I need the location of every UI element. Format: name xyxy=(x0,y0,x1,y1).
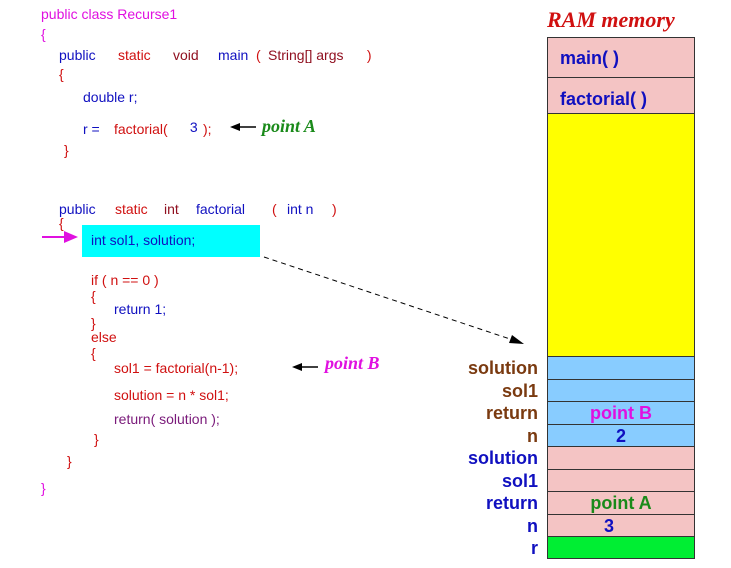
arrow-point-b-icon xyxy=(292,363,318,371)
arrow-point-a-icon xyxy=(230,123,256,131)
paren-close: ) xyxy=(363,47,372,63)
point-b-label: point B xyxy=(325,353,380,373)
ram-label-sol1: sol1 xyxy=(501,381,538,401)
assign-r: r = xyxy=(83,121,104,137)
if-line: if ( n == 0 ) xyxy=(91,272,159,288)
brace: { xyxy=(41,26,46,42)
ram-n-value: 2 xyxy=(615,426,626,446)
brace: } xyxy=(91,315,96,331)
solution-line: solution = n * sol1; xyxy=(114,387,229,403)
factorial-params: int n xyxy=(287,201,314,217)
ram-title: RAM memory xyxy=(547,7,675,32)
ram-label-return: return xyxy=(485,493,538,513)
ram-cell-sol1 xyxy=(547,469,695,492)
return-solution: return( solution ); xyxy=(114,411,220,427)
ram-label-r: r xyxy=(530,538,538,558)
keyword-static: static xyxy=(118,47,151,63)
keyword-static: static xyxy=(115,201,148,217)
ram-cell-r xyxy=(547,536,695,559)
ram-cell-solution xyxy=(547,356,695,380)
ram-cell-free xyxy=(547,113,695,357)
ram-cell-factorial xyxy=(547,77,695,114)
brace: { xyxy=(91,288,96,304)
point-a-label: point A xyxy=(262,116,316,136)
dashed-arrow-icon xyxy=(263,256,524,344)
assign-arg: 3 xyxy=(186,119,202,135)
assign-end: ); xyxy=(203,121,212,137)
brace: } xyxy=(67,453,72,469)
return-1: return 1; xyxy=(114,301,167,317)
paren-open: ( xyxy=(272,201,277,217)
brace: { xyxy=(59,215,64,231)
execution-pointer-icon xyxy=(42,231,78,243)
highlight-decl: int sol1, solution; xyxy=(91,232,196,248)
method-name-main: main xyxy=(218,47,249,63)
paren-open: ( xyxy=(256,47,265,63)
ram-return-value: point B xyxy=(590,403,652,423)
keyword-public: public xyxy=(59,201,96,217)
ram-factorial-label: factorial( ) xyxy=(560,89,648,109)
ram-label-n: n xyxy=(527,516,538,536)
ram-cell-return xyxy=(547,491,695,515)
main-params: String[] args xyxy=(268,47,344,63)
ram-label-n: n xyxy=(527,426,538,446)
ram-n-value: 3 xyxy=(603,516,614,536)
ram-main-label: main( ) xyxy=(560,48,620,68)
double-decl: double r; xyxy=(83,89,138,105)
ram-label-solution: solution xyxy=(468,448,538,468)
ram-label-solution: solution xyxy=(468,358,538,378)
ram-label-return: return xyxy=(485,403,538,423)
brace: } xyxy=(41,480,46,496)
class-header: public class Recurse1 xyxy=(41,6,178,22)
highlight-box xyxy=(82,225,260,257)
ram-cell-solution xyxy=(547,446,695,470)
brace: { xyxy=(91,345,96,361)
brace: } xyxy=(64,142,69,158)
keyword-int: int xyxy=(164,201,179,217)
else-keyword: else xyxy=(91,329,117,345)
ram-return-value: point A xyxy=(590,493,652,513)
assign-call: factorial( xyxy=(114,121,168,137)
ram-cell-sol1 xyxy=(547,379,695,402)
keyword-public: public xyxy=(59,47,96,63)
paren-close: ) xyxy=(332,201,337,217)
brace: } xyxy=(94,431,99,447)
keyword-void: void xyxy=(173,47,199,63)
ram-label-sol1: sol1 xyxy=(501,471,538,491)
method-name-factorial: factorial xyxy=(196,201,246,217)
sol1-line: sol1 = factorial(n-1); xyxy=(114,360,239,376)
brace: { xyxy=(59,66,64,82)
